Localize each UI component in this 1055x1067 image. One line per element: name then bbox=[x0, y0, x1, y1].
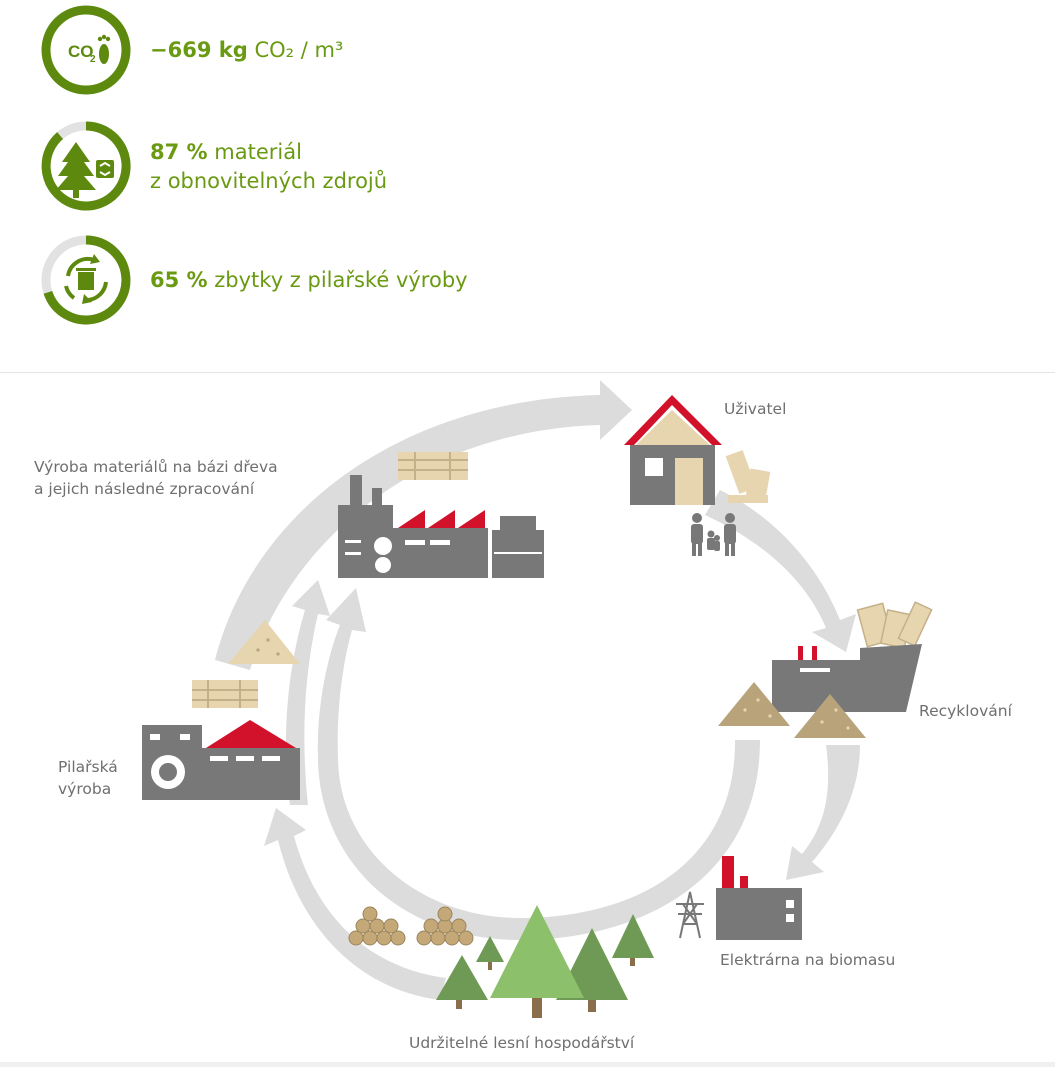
recycle-bin-icon bbox=[41, 235, 131, 325]
svg-text:2: 2 bbox=[90, 54, 96, 65]
label-sawmill: Pilařská výroba bbox=[58, 758, 118, 798]
stat-co2-value: −669 kg bbox=[150, 38, 248, 62]
arrow-to-sawmill bbox=[264, 808, 446, 1000]
arrow-inner-loop bbox=[317, 588, 760, 940]
label-user: Uživatel bbox=[724, 400, 787, 418]
sawmill bbox=[142, 620, 300, 800]
label-biomass: Elektrárna na biomasu bbox=[720, 951, 896, 969]
stat-co2: −669 kg CO₂ / m³ bbox=[150, 36, 343, 65]
forest bbox=[436, 905, 654, 1018]
arrow-to-biomass bbox=[786, 745, 860, 880]
stat-renewable-value: 87 % bbox=[150, 140, 208, 164]
label-wood-production: Výroba materiálů na bázi dřeva a jejich … bbox=[34, 458, 278, 498]
label-forestry: Udržitelné lesní hospodářství bbox=[409, 1034, 635, 1052]
log-piles bbox=[348, 906, 474, 946]
co2-footprint-icon: CO 2 bbox=[41, 5, 131, 95]
section-divider bbox=[0, 372, 1055, 373]
stat-renewable-line2: z obnovitelných zdrojů bbox=[150, 169, 388, 193]
stat-residue-line1: zbytky z pilařské výroby bbox=[214, 268, 468, 292]
tree-recycle-icon bbox=[41, 121, 131, 211]
biomass-power-plant bbox=[676, 856, 802, 940]
bottom-rule bbox=[0, 1062, 1055, 1067]
stat-renewable-line1: materiál bbox=[214, 140, 302, 164]
stat-sawmill-residue: 65 % zbytky z pilařské výroby bbox=[150, 266, 468, 295]
stat-renewable: 87 % materiál z obnovitelných zdrojů bbox=[150, 138, 387, 196]
power-pylon-icon bbox=[676, 891, 704, 939]
factory-wood-production bbox=[338, 452, 544, 578]
wood-lifecycle-diagram bbox=[142, 380, 933, 1018]
recycling-facility bbox=[718, 601, 933, 738]
svg-text:CO: CO bbox=[68, 42, 94, 61]
label-recycling: Recyklování bbox=[919, 702, 1012, 720]
stat-residue-value: 65 % bbox=[150, 268, 208, 292]
arrow-to-recycling bbox=[705, 490, 856, 652]
stat-co2-unit: CO₂ / m³ bbox=[254, 38, 344, 62]
house-user bbox=[624, 395, 771, 556]
